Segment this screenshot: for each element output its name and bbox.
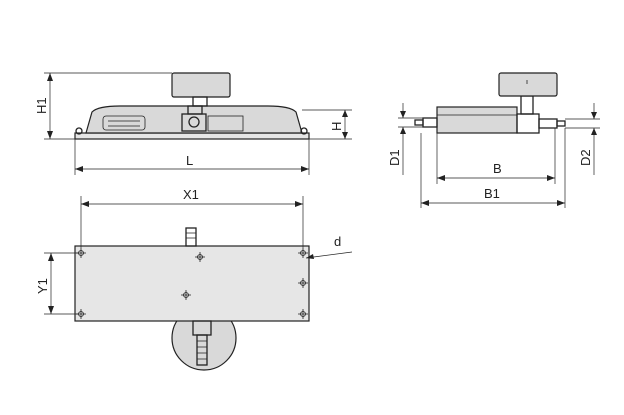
b1-arrow-left (421, 200, 429, 206)
label-d: d (334, 234, 341, 249)
label-y1: Y1 (35, 278, 50, 294)
top-fitting (185, 227, 197, 247)
l-arrow-right (301, 166, 309, 172)
top-valve-stem (196, 334, 208, 366)
side-gauge-housing (498, 72, 558, 97)
b1-arrow-right (557, 200, 565, 206)
label-x1: X1 (183, 187, 199, 202)
top-valve-threads (197, 340, 207, 360)
b-arrow-right (547, 175, 555, 181)
front-window-detail (108, 120, 140, 127)
x1-arrow-left (81, 201, 89, 207)
hole-center-marks (76, 248, 308, 319)
top-plate (74, 245, 310, 322)
d-leader-line (305, 251, 353, 259)
label-b1: B1 (484, 186, 500, 201)
y1-arrow-bottom (48, 306, 54, 314)
front-gauge-stem (192, 96, 208, 107)
l-arrow-left (75, 166, 83, 172)
label-h: H (329, 122, 344, 131)
top-view: X1 Y1 d (35, 187, 353, 371)
d-leader-arrow (306, 254, 314, 259)
d1-arrow-bottom (400, 127, 406, 134)
side-fitting-right-tip (556, 120, 566, 127)
label-b: B (493, 161, 502, 176)
x1-arrow-right (295, 201, 303, 207)
front-gauge-housing (171, 72, 231, 98)
side-fitting-right (538, 118, 558, 129)
label-d2: D2 (578, 149, 593, 166)
front-foot-right (300, 127, 308, 135)
side-gauge-stem (520, 95, 534, 115)
side-valve-body (516, 113, 540, 134)
side-view: D1 D2 B B1 (387, 72, 600, 208)
d2-arrow-bottom (591, 128, 597, 135)
d1-arrow-top (400, 111, 406, 118)
front-valve-body (181, 113, 207, 132)
front-foot-left (75, 127, 83, 135)
b-arrow-left (437, 175, 445, 181)
label-d1: D1 (387, 149, 402, 166)
front-housing (85, 105, 303, 134)
front-inner-block (207, 115, 244, 132)
top-fitting-threads (186, 232, 196, 239)
side-fitting-left-tip (414, 119, 424, 126)
side-fitting-left (422, 117, 438, 128)
side-body (436, 106, 518, 134)
front-view: H1 H L (34, 72, 352, 175)
h-arrow-bottom (342, 132, 348, 139)
h1-arrow-bottom (47, 131, 53, 139)
label-l: L (186, 153, 193, 168)
front-window (102, 115, 146, 131)
y1-arrow-top (48, 253, 54, 261)
h1-arrow-top (47, 73, 53, 81)
front-base-plate (74, 132, 310, 140)
d2-arrow-top (591, 112, 597, 119)
front-valve-port (188, 116, 200, 128)
h-arrow-top (342, 110, 348, 117)
label-h1: H1 (34, 97, 49, 114)
